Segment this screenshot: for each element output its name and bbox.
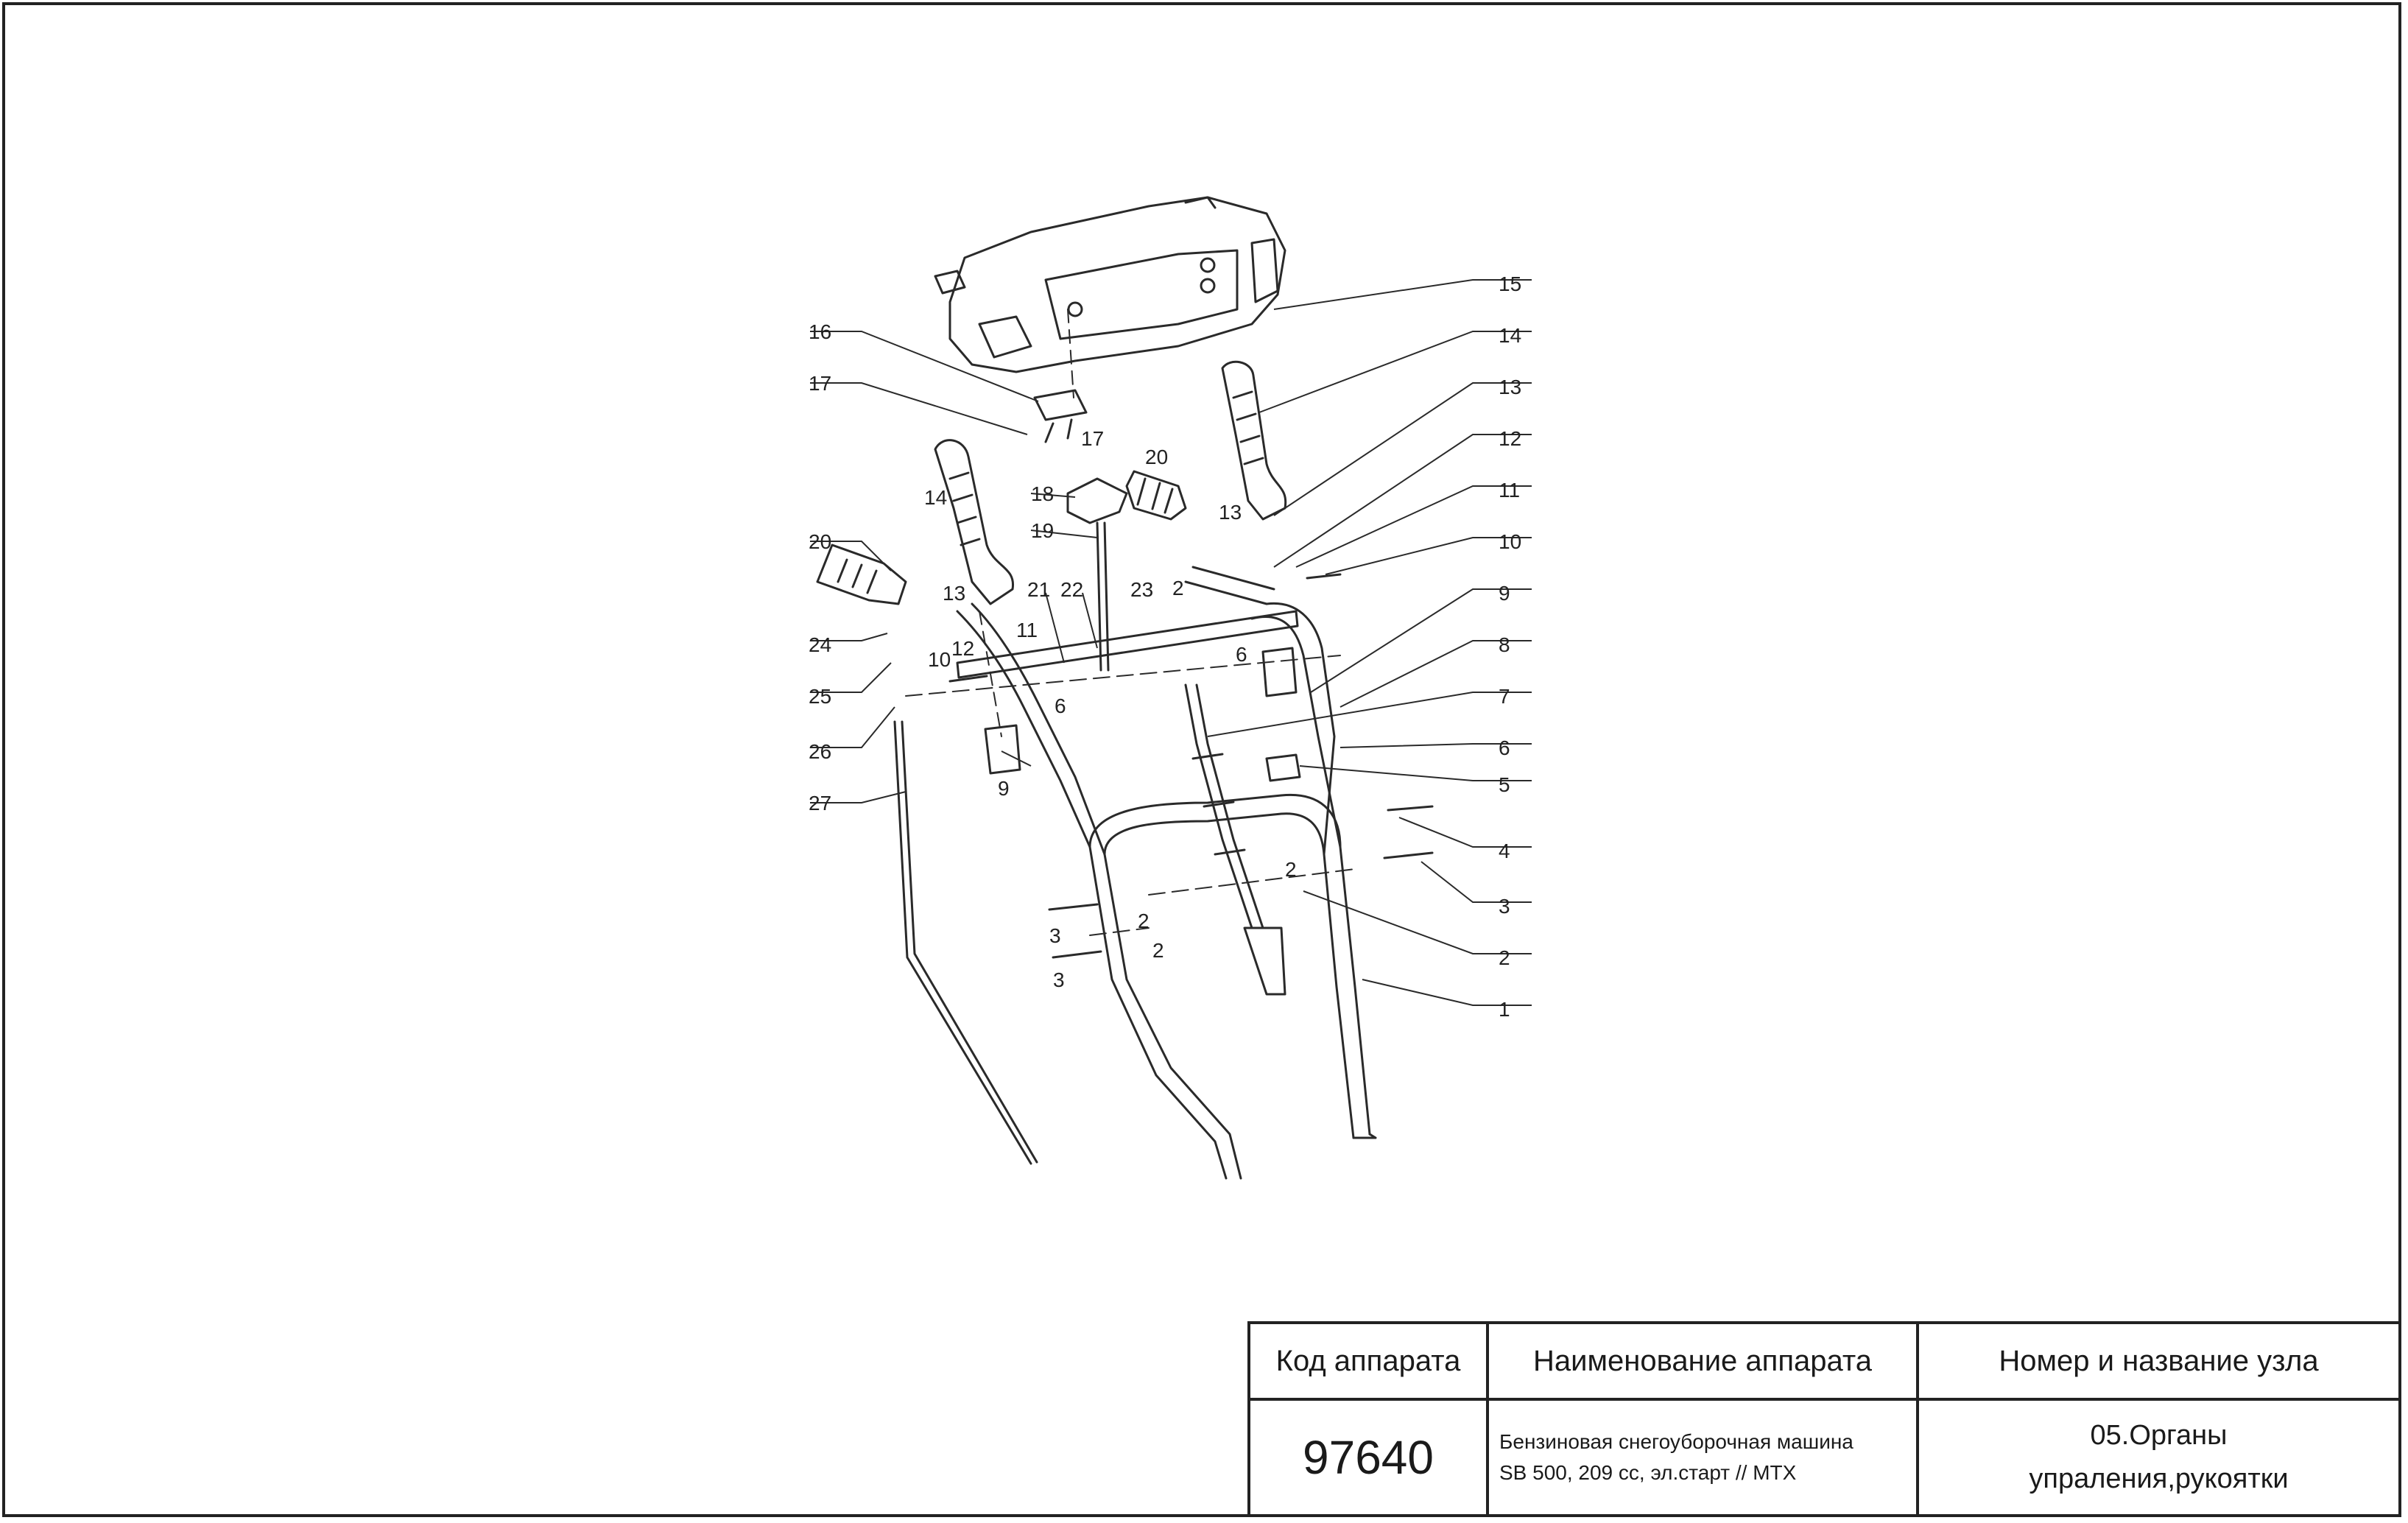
callout-labels: 1 2 3 4 5 6 7 8 9 10 11 12 13 14 15 16 1… [809, 272, 1521, 1021]
callout-14b: 14 [924, 486, 947, 509]
device-name-line2: SB 500, 209 cc, эл.старт // MTX [1499, 1461, 1797, 1484]
header-code: Код аппарата [1247, 1321, 1489, 1401]
callout-4: 4 [1499, 840, 1510, 862]
bolts [948, 573, 1434, 959]
left-grip [816, 544, 907, 605]
unit-name-line2: упраления,рукоятки [2029, 1463, 2289, 1494]
bracket-right [1261, 647, 1298, 697]
device-code: 97640 [1247, 1398, 1489, 1517]
callout-23: 23 [1130, 578, 1153, 601]
callout-11: 11 [1499, 479, 1520, 502]
unit-name-line1: 05.Органы [2090, 1420, 2228, 1452]
callout-24: 24 [809, 633, 831, 656]
callout-2: 2 [1499, 946, 1510, 969]
callout-20b: 20 [1145, 446, 1168, 468]
callout-1: 1 [1499, 998, 1510, 1021]
callout-6: 6 [1499, 736, 1510, 759]
callout-16: 16 [809, 320, 831, 343]
callout-12: 12 [1499, 427, 1521, 450]
callout-14: 14 [1499, 324, 1521, 347]
device-name-line1: Бензиновая снегоуборочная машина [1499, 1430, 1853, 1453]
callout-26: 26 [809, 740, 831, 763]
callout-8: 8 [1499, 633, 1510, 656]
upper-handle-tube [956, 566, 1342, 856]
header-name: Наименование аппарата [1486, 1321, 1919, 1401]
left-lever [934, 439, 1015, 605]
switch-assembly [1033, 389, 1088, 443]
callout-6b: 6 [1055, 694, 1066, 717]
callout-27: 27 [809, 792, 831, 815]
callout-3c: 3 [1053, 968, 1065, 991]
callout-10b: 10 [928, 648, 951, 671]
right-grip [1125, 470, 1187, 521]
callout-13c: 13 [1219, 501, 1242, 524]
callout-6c: 6 [1236, 643, 1247, 666]
callout-17b: 17 [1081, 427, 1104, 450]
assembly-axis-lines [979, 309, 1074, 737]
device-name: Бензиновая снегоуборочная машина SB 500,… [1486, 1398, 1919, 1517]
callout-9b: 9 [998, 777, 1010, 800]
callout-10: 10 [1499, 530, 1521, 553]
callout-15: 15 [1499, 272, 1521, 295]
callout-25: 25 [809, 685, 831, 708]
callout-12b: 12 [951, 637, 974, 660]
callout-3b: 3 [1049, 924, 1061, 947]
callout-13b: 13 [943, 582, 965, 605]
callout-3: 3 [1499, 895, 1510, 918]
callout-20: 20 [809, 530, 831, 553]
right-lever [1221, 360, 1287, 521]
cross-bar [905, 610, 1341, 697]
callout-17: 17 [809, 372, 831, 395]
callout-22: 22 [1060, 578, 1083, 601]
callout-18: 18 [1031, 482, 1054, 505]
callout-21: 21 [1027, 578, 1050, 601]
callout-19: 19 [1031, 519, 1054, 542]
unit-name: 05.Органы упраления,рукоятки [1916, 1398, 2401, 1517]
leader-lines [810, 279, 1532, 1006]
callout-5: 5 [1499, 773, 1510, 796]
callout-2b: 2 [1172, 577, 1184, 599]
gear-rod [1184, 683, 1286, 996]
cable-rod [893, 720, 1038, 1165]
callout-13: 13 [1499, 376, 1521, 398]
bracket-left [984, 724, 1021, 775]
title-block: Код аппарата Наименование аппарата Номер… [1247, 1321, 2401, 1517]
callout-9: 9 [1499, 582, 1510, 605]
shift-knob [1066, 477, 1128, 672]
control-panel [934, 196, 1286, 373]
header-unit: Номер и название узла [1916, 1321, 2401, 1401]
callout-2d: 2 [1152, 939, 1164, 962]
callout-7: 7 [1499, 685, 1510, 708]
callout-11b: 11 [1016, 619, 1038, 641]
callout-2e: 2 [1285, 858, 1297, 881]
callout-2c: 2 [1138, 910, 1150, 932]
clamp-block [1265, 753, 1301, 782]
